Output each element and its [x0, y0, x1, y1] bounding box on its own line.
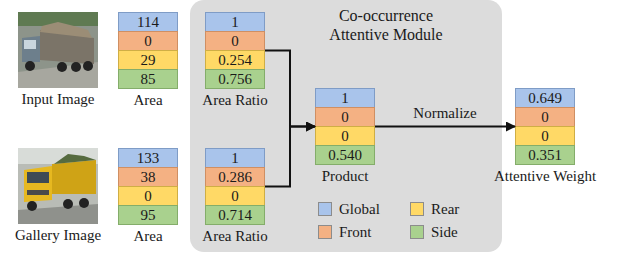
truck-wheel — [27, 201, 37, 211]
legend-item: Side — [410, 223, 458, 241]
value-cell: 0.649 — [515, 88, 575, 108]
value-cell: 0 — [515, 126, 575, 146]
area-column: 11402985Area — [118, 12, 178, 89]
legend-text: Rear — [431, 200, 459, 218]
legend-swatch — [318, 202, 332, 216]
column-caption: Area — [133, 91, 162, 109]
truck-wheel — [57, 62, 67, 72]
value-cell: 114 — [118, 12, 178, 32]
input-photo — [18, 12, 98, 88]
legend-swatch — [318, 225, 332, 239]
legend-item: Global — [318, 200, 380, 218]
value-cell: 0 — [205, 186, 265, 206]
truck-load — [40, 22, 92, 38]
input-image: Input Image — [18, 12, 98, 88]
truck-wheel — [83, 61, 93, 71]
value-cell: 0.756 — [205, 69, 265, 89]
value-cell: 0 — [515, 107, 575, 127]
truck-wheel — [71, 62, 81, 72]
column-caption: Attentive Weight — [494, 167, 596, 185]
truck-cab — [22, 36, 40, 62]
value-cell: 0.286 — [205, 167, 265, 187]
truck-cab — [24, 166, 52, 202]
area-column: 13338095Area — [118, 148, 178, 225]
column-caption: Product — [322, 167, 369, 185]
column-caption: Area — [133, 227, 162, 245]
value-cell: 0.714 — [205, 205, 265, 225]
legend-text: Front — [339, 223, 372, 241]
attentive-weight-column: 0.649000.351Attentive Weight — [515, 88, 575, 165]
value-cell: 0.540 — [315, 145, 375, 165]
value-cell: 0 — [315, 126, 375, 146]
legend-text: Global — [339, 200, 380, 218]
image-caption: Input Image — [22, 90, 95, 108]
edge-label: Normalize — [413, 104, 476, 122]
legend-item: Front — [318, 223, 372, 241]
gallery-photo — [18, 148, 98, 224]
module-title: Co-occurrence Attentive Module — [320, 6, 452, 44]
value-cell: 1 — [315, 88, 375, 108]
area-ratio-column: 10.28600.714Area Ratio — [205, 148, 265, 225]
photo-ground — [18, 12, 98, 88]
value-cell: 95 — [118, 205, 178, 225]
photo-road — [18, 62, 98, 88]
value-cell: 0 — [118, 186, 178, 206]
value-cell: 29 — [118, 50, 178, 70]
legend-swatch — [410, 202, 424, 216]
value-cell: 38 — [118, 167, 178, 187]
legend-item: Rear — [410, 200, 459, 218]
photo-ground — [18, 148, 98, 224]
truck-bed — [52, 160, 96, 194]
truck-wheel — [79, 198, 89, 208]
image-caption: Gallery Image — [15, 226, 101, 244]
product-column: 1000.540Product — [315, 88, 375, 165]
area-ratio-column: 100.2540.756Area Ratio — [205, 12, 265, 89]
truck-grille — [27, 190, 49, 195]
value-cell: 0 — [205, 31, 265, 51]
value-cell: 0.254 — [205, 50, 265, 70]
value-cell: 133 — [118, 148, 178, 168]
value-cell: 1 — [205, 148, 265, 168]
truck-wheel — [25, 61, 35, 71]
legend-text: Side — [431, 223, 458, 241]
truck-wheel — [63, 199, 73, 209]
value-cell: 0.351 — [515, 145, 575, 165]
legend-swatch — [410, 225, 424, 239]
column-caption: Area Ratio — [202, 91, 267, 109]
column-caption: Area Ratio — [202, 227, 267, 245]
truck-window — [24, 40, 36, 49]
value-cell: 1 — [205, 12, 265, 32]
truck-window — [27, 172, 49, 183]
value-cell: 0 — [315, 107, 375, 127]
truck-load — [54, 154, 96, 164]
value-cell: 0 — [118, 31, 178, 51]
gallery-image: Gallery Image — [18, 148, 98, 224]
value-cell: 85 — [118, 69, 178, 89]
